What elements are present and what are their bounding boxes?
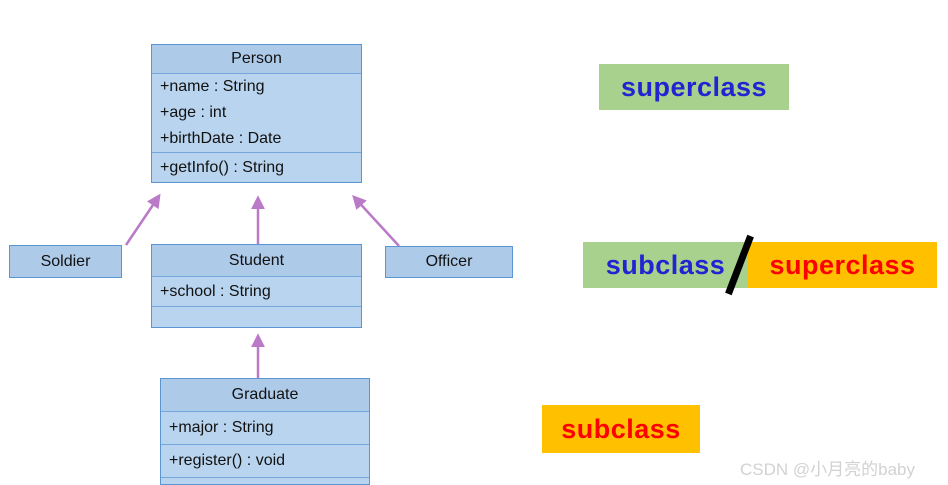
method-graduate-register: +register() : void <box>161 444 369 477</box>
inheritance-arrow-officer-to-person <box>352 194 400 247</box>
label-subclass-middle: subclass <box>583 242 748 288</box>
label-subclass-bottom: subclass <box>542 405 700 453</box>
attribute-graduate-major: +major : String <box>161 411 369 444</box>
class-box-soldier: Soldier <box>9 245 122 278</box>
class-name-student: Student <box>152 245 361 276</box>
class-box-officer: Officer <box>385 246 513 278</box>
inheritance-arrow-soldier-to-person <box>124 193 161 246</box>
class-attributes-person: +name : String +age : int +birthDate : D… <box>152 73 361 152</box>
class-name-person: Person <box>152 45 361 73</box>
class-name-graduate: Graduate <box>161 379 369 411</box>
attribute-student-school: +school : String <box>152 276 361 306</box>
csdn-watermark: CSDN @小月亮的baby <box>740 460 916 479</box>
class-section-graduate-clipped <box>161 477 369 484</box>
class-methods-student-empty <box>152 306 361 327</box>
method-person-getinfo: +getInfo() : String <box>152 152 361 182</box>
attribute-person-birthdate: +birthDate : Date <box>160 130 282 147</box>
class-box-student: Student +school : String <box>151 244 362 328</box>
attribute-person-age: +age : int <box>160 104 227 121</box>
label-superclass-top: superclass <box>599 64 789 110</box>
class-name-soldier: Soldier <box>10 246 121 277</box>
attribute-person-name: +name : String <box>160 78 265 95</box>
label-superclass-middle: superclass <box>748 242 937 288</box>
class-box-person: Person +name : String +age : int +birthD… <box>151 44 362 183</box>
class-box-graduate: Graduate +major : String +register() : v… <box>160 378 370 485</box>
class-name-officer: Officer <box>386 247 512 277</box>
